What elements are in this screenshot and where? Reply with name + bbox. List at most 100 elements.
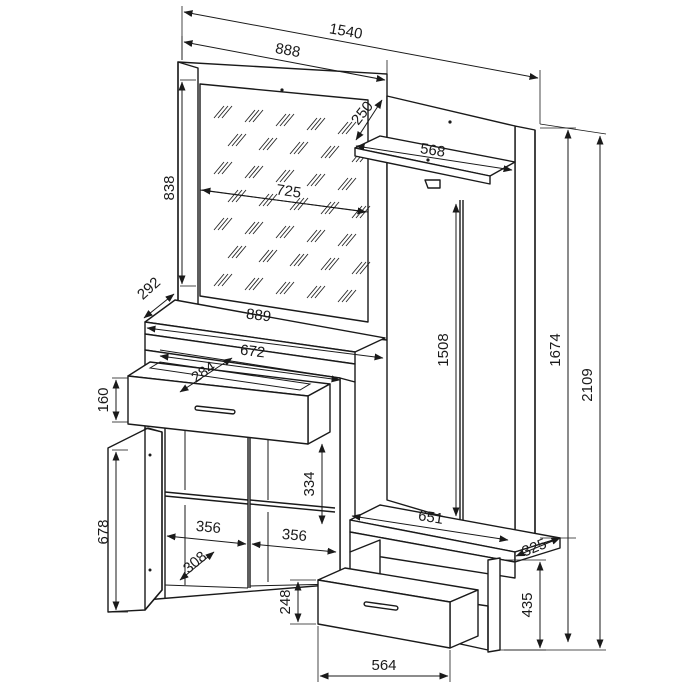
- mirror-mark: [279, 281, 291, 295]
- mirror-mark: [289, 253, 301, 267]
- drawer-handle: [194, 405, 236, 415]
- mirror-mark: [244, 221, 256, 235]
- label-total-width: 1540: [328, 20, 364, 43]
- mirror-mark: [289, 141, 301, 155]
- mirror-mark: [283, 281, 295, 295]
- label-side-panel-height: 1674: [547, 333, 564, 366]
- mirror-mark: [235, 245, 247, 259]
- mirror-mark: [227, 245, 239, 259]
- mirror-mark: [221, 217, 233, 231]
- mirror-mark: [221, 273, 233, 287]
- mirror-mark: [266, 137, 278, 151]
- label-door-height: 678: [95, 519, 112, 544]
- dimension-lines: [112, 6, 607, 682]
- mirror-mark: [283, 169, 295, 183]
- mirror-mark: [328, 145, 340, 159]
- label-bottom-drawer-width: 564: [371, 657, 396, 674]
- mirror-mark: [217, 273, 229, 287]
- mirror-mark: [213, 105, 225, 119]
- mirror-mark: [297, 253, 309, 267]
- mirror-mark: [345, 289, 357, 303]
- mirror-mark: [221, 105, 233, 119]
- mirror-mark: [231, 245, 243, 259]
- label-compartment-right: 356: [281, 526, 307, 545]
- mirror-mark: [306, 117, 318, 131]
- mirror-mark: [262, 137, 274, 151]
- mirror-mark: [306, 229, 318, 243]
- mirror-mark: [213, 161, 225, 175]
- mirror-mark: [262, 249, 274, 263]
- mirror-mark: [314, 117, 326, 131]
- mirror-mark: [341, 121, 353, 135]
- mirror-mark: [248, 277, 260, 291]
- mirror-mark: [275, 281, 287, 295]
- mirror-mark: [320, 145, 332, 159]
- mirror-mark: [310, 117, 322, 131]
- mirror-mark: [310, 229, 322, 243]
- label-shelf-height: 334: [301, 471, 318, 496]
- mirror-mark: [283, 225, 295, 239]
- mirror-mark: [341, 233, 353, 247]
- mirror-mark: [341, 289, 353, 303]
- mirror-mark: [283, 113, 295, 127]
- mirror-mark: [213, 217, 225, 231]
- mirror-mark: [314, 173, 326, 187]
- mirror-mark: [345, 121, 357, 135]
- mirror-mark: [279, 225, 291, 239]
- mirror-mark: [328, 257, 340, 271]
- bottom-drawer: [317, 567, 479, 649]
- mirror-mark: [275, 113, 287, 127]
- mirror-mark: [275, 225, 287, 239]
- label-mirror-width: 725: [275, 181, 302, 201]
- label-bottom-drawer-height: 248: [277, 589, 294, 614]
- label-compartment-left: 356: [195, 518, 221, 537]
- mirror-mark: [279, 113, 291, 127]
- label-drawer-height: 160: [95, 387, 112, 412]
- label-cabinet-top-width: 889: [245, 306, 272, 326]
- label-cabinet-depth: 292: [134, 274, 164, 303]
- label-total-height: 2109: [579, 368, 596, 401]
- mirror-mark: [337, 121, 349, 135]
- mirror-mark: [248, 165, 260, 179]
- mirror-mark: [258, 137, 270, 151]
- mirror-mark: [310, 285, 322, 299]
- mirror-mark: [279, 169, 291, 183]
- mirror-mark: [293, 141, 305, 155]
- label-bench-height: 435: [519, 592, 536, 617]
- mirror-mark: [306, 285, 318, 299]
- mirror-mark: [244, 165, 256, 179]
- mirror-mark: [231, 133, 243, 147]
- mirror-mark: [337, 289, 349, 303]
- mirror-mark: [258, 249, 270, 263]
- mirror-mark: [252, 109, 264, 123]
- label-shelf-width: 568: [419, 140, 446, 161]
- mirror-mark: [324, 145, 336, 159]
- mirror-mark: [310, 173, 322, 187]
- mirror-mark: [252, 221, 264, 235]
- mirror-mark: [235, 133, 247, 147]
- mirror-mark: [355, 261, 367, 275]
- mirror-mark: [213, 273, 225, 287]
- hallway-unit: [107, 61, 561, 653]
- mirror-mark: [345, 233, 357, 247]
- label-rail-height: 1508: [435, 333, 452, 366]
- label-mirror-height: 838: [161, 175, 178, 200]
- cabinet-door: [107, 427, 163, 613]
- label-bench-width: 651: [417, 507, 444, 528]
- mirror-mark: [297, 141, 309, 155]
- mirror-mark: [217, 161, 229, 175]
- mirror-mark: [359, 261, 371, 275]
- mirror-mark: [248, 221, 260, 235]
- mirror-mark: [314, 229, 326, 243]
- mirror-mark: [293, 253, 305, 267]
- mirror-mark: [320, 257, 332, 271]
- mirror-mark: [324, 257, 336, 271]
- mirror-mark: [217, 217, 229, 231]
- mirror-mark: [337, 233, 349, 247]
- mirror-mark: [227, 133, 239, 147]
- mirror-mark: [221, 161, 233, 175]
- right-side-panel: [514, 125, 536, 541]
- mirror-mark: [244, 109, 256, 123]
- mirror-mark: [252, 277, 264, 291]
